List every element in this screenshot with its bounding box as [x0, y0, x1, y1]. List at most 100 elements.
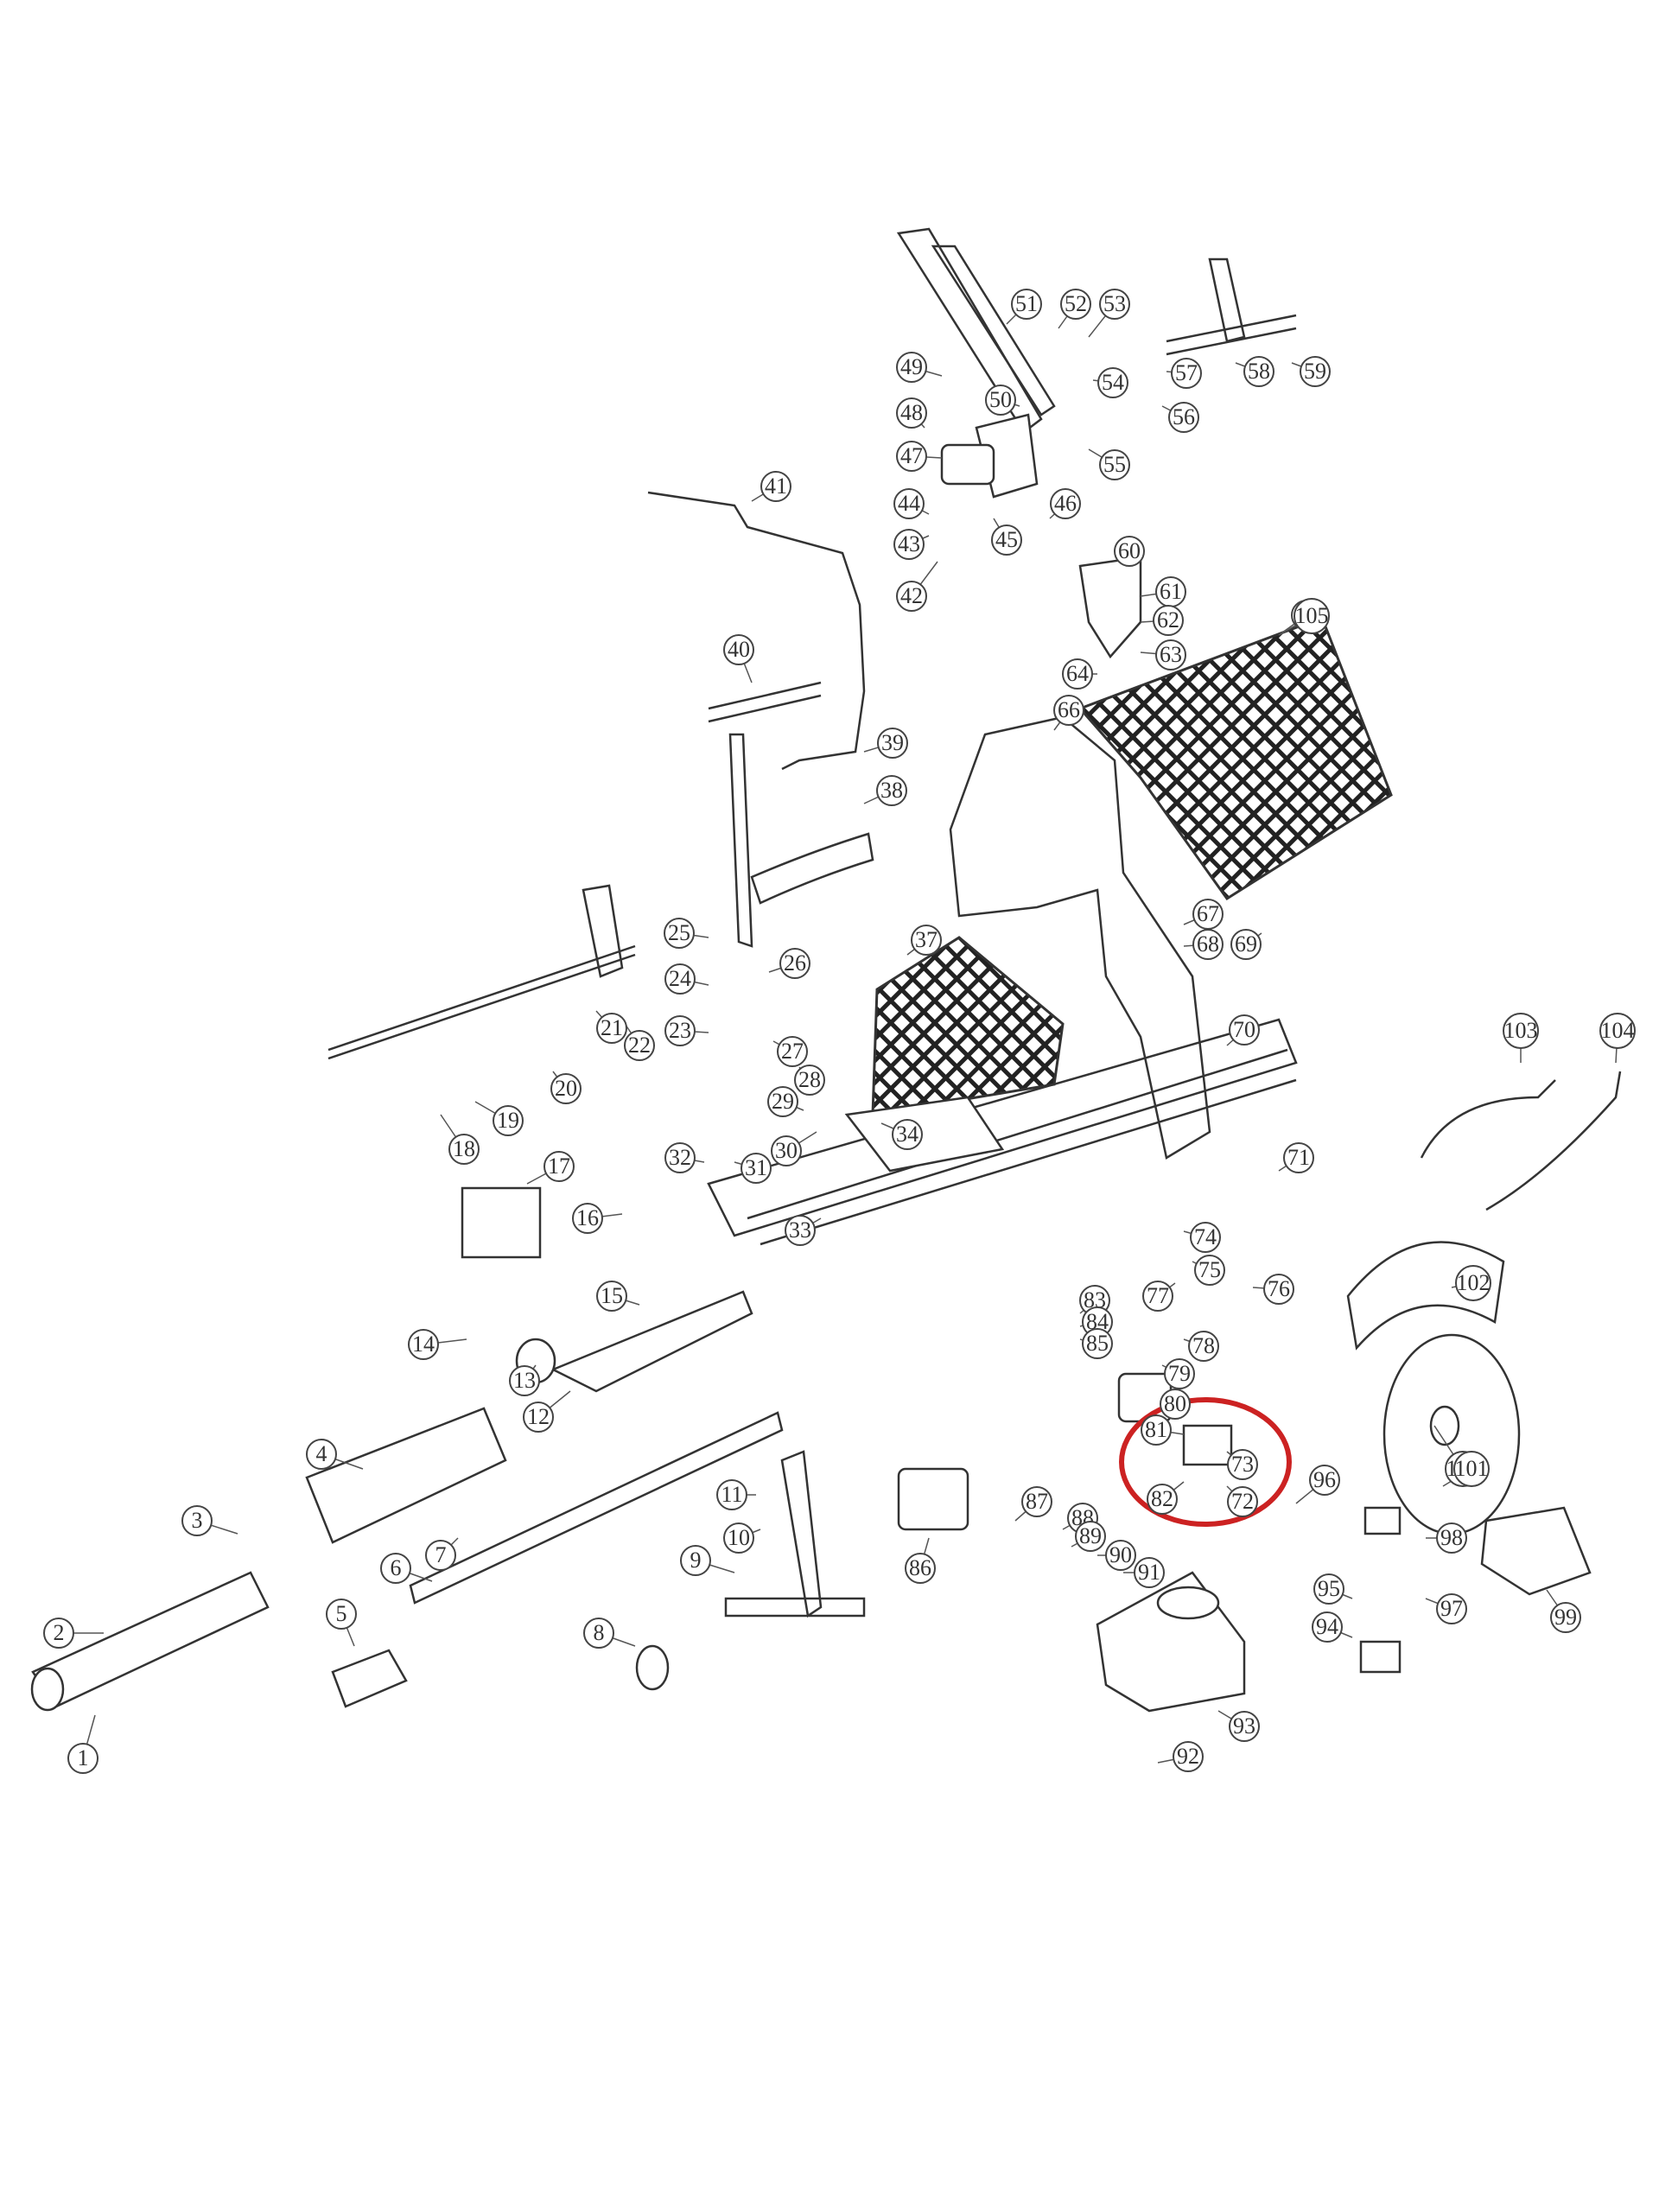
part-label-60: 60 — [1114, 536, 1145, 567]
part-label-circle — [1312, 1611, 1343, 1643]
part-label-circle — [523, 1402, 554, 1433]
part-label-circle — [1134, 1557, 1165, 1588]
part-label-circle — [1105, 1540, 1136, 1571]
ratchet-segment — [750, 832, 874, 905]
part-label-31: 31 — [741, 1153, 772, 1184]
jockey-wheel — [635, 1644, 670, 1691]
part-number-text: 8 — [594, 1620, 605, 1645]
part-label-circle — [1099, 449, 1130, 480]
part-label-14: 14 — [408, 1329, 439, 1360]
part-number-text: 70 — [1233, 1017, 1255, 1042]
engine-fuel-cap — [1156, 1586, 1220, 1620]
part-label-circle — [1173, 1741, 1204, 1772]
part-number-text: 27 — [781, 1039, 804, 1064]
part-label-102: 102 — [1455, 1265, 1491, 1301]
part-label-3: 3 — [181, 1505, 213, 1536]
part-number-text: 57 — [1175, 360, 1198, 385]
part-number-text: 7 — [435, 1542, 447, 1567]
part-label-54: 54 — [1097, 367, 1128, 398]
part-label-77: 77 — [1142, 1281, 1173, 1312]
part-label-16: 16 — [572, 1203, 603, 1234]
part-label-53: 53 — [1099, 289, 1130, 320]
part-label-circle — [1099, 289, 1130, 320]
part-label-80: 80 — [1160, 1389, 1191, 1420]
part-label-circle — [723, 1522, 754, 1554]
part-label-circle — [1190, 1222, 1221, 1253]
flow-valve — [1359, 1640, 1402, 1674]
part-label-circle — [67, 1743, 99, 1774]
part-label-circle — [771, 1135, 802, 1166]
part-number-text: 21 — [601, 1015, 623, 1040]
part-label-18: 18 — [448, 1134, 480, 1165]
part-label-9: 9 — [680, 1545, 711, 1576]
part-number-text: 13 — [513, 1368, 536, 1393]
leader-lines — [59, 303, 1618, 1764]
part-number-text: 12 — [527, 1404, 550, 1429]
part-label-circle — [1313, 1573, 1344, 1605]
part-label-11: 11 — [716, 1479, 747, 1510]
part-label-90: 90 — [1105, 1540, 1136, 1571]
part-label-8: 8 — [583, 1618, 614, 1649]
part-label-circle — [1294, 598, 1330, 634]
part-label-circle — [664, 1142, 696, 1173]
part-number-text: 22 — [628, 1033, 651, 1058]
part-label-67: 67 — [1192, 899, 1224, 930]
part-label-circle — [1075, 1521, 1106, 1552]
main-frame-beam — [707, 1018, 1298, 1237]
part-label-101: 101 — [1453, 1451, 1490, 1487]
battery — [461, 1186, 542, 1259]
part-number-text: 48 — [900, 400, 923, 425]
part-number-text: 46 — [1054, 491, 1077, 516]
part-label-circle — [1168, 402, 1199, 433]
part-number-text: 80 — [1164, 1391, 1186, 1416]
part-number-text: 55 — [1103, 452, 1126, 477]
part-label-circle — [1011, 289, 1042, 320]
part-label-circle — [664, 1015, 696, 1046]
part-label-21: 21 — [596, 1013, 627, 1044]
part-label-circle — [624, 1030, 655, 1061]
part-number-text: 63 — [1160, 642, 1182, 667]
cylinder-cover — [305, 1407, 507, 1544]
part-label-circle — [876, 775, 907, 806]
part-label-circle — [1229, 1014, 1260, 1046]
part-number-text: 53 — [1103, 291, 1126, 316]
part-number-labels: 1234567891011121314151617181920212223242… — [43, 289, 1636, 1774]
part-label-75: 75 — [1194, 1255, 1225, 1286]
part-label-39: 39 — [877, 728, 908, 759]
part-number-text: 15 — [601, 1283, 623, 1308]
part-label-55: 55 — [1099, 449, 1130, 480]
part-label-circle — [785, 1215, 816, 1246]
part-number-text: 33 — [789, 1217, 811, 1243]
part-label-58: 58 — [1243, 356, 1274, 387]
jack-stand — [724, 1450, 866, 1618]
cylinder-end — [30, 1667, 65, 1712]
part-number-text: 14 — [412, 1332, 435, 1357]
part-label-56: 56 — [1168, 402, 1199, 433]
part-label-94: 94 — [1312, 1611, 1343, 1643]
part-label-circle — [596, 1281, 627, 1312]
part-label-5: 5 — [326, 1599, 357, 1630]
part-label-circle — [779, 948, 810, 979]
log-hopper-guard — [949, 715, 1211, 1160]
part-label-circle — [760, 471, 791, 502]
part-number-text: 67 — [1197, 901, 1219, 926]
part-label-circle — [1243, 356, 1274, 387]
part-label-circle — [723, 634, 754, 665]
part-label-41: 41 — [760, 471, 791, 502]
part-label-circle — [664, 918, 695, 949]
part-label-circle — [893, 529, 925, 560]
part-label-circle — [777, 1036, 808, 1067]
part-number-text: 59 — [1304, 359, 1326, 384]
part-number-text: 79 — [1168, 1361, 1191, 1386]
part-label-91: 91 — [1134, 1557, 1165, 1588]
part-number-text: 11 — [721, 1482, 742, 1507]
part-number-text: 94 — [1316, 1614, 1338, 1639]
part-label-circle — [716, 1479, 747, 1510]
part-label-circle — [896, 581, 927, 612]
part-label-76: 76 — [1263, 1274, 1294, 1305]
part-label-20: 20 — [550, 1073, 582, 1104]
part-label-23: 23 — [664, 1015, 696, 1046]
part-label-circle — [1453, 1451, 1490, 1487]
part-label-46: 46 — [1050, 488, 1081, 519]
part-number-text: 9 — [690, 1548, 702, 1573]
